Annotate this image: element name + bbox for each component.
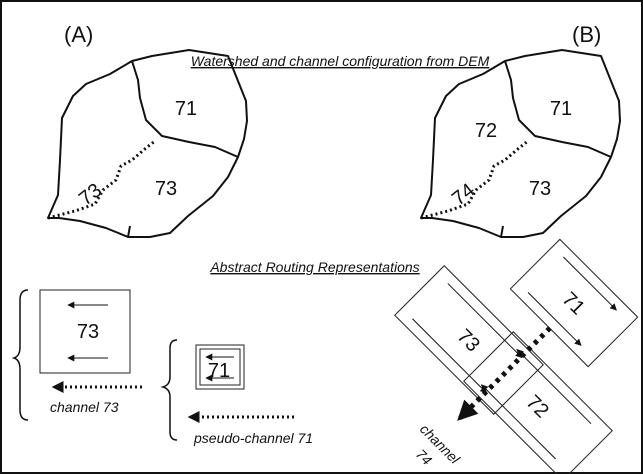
box-71-label: 71 [208, 360, 230, 382]
rotated-box-73-label: 73 [453, 325, 484, 356]
rotated-box-72-arrow-top [516, 348, 592, 425]
rotated-box-73-arrow-top [447, 283, 523, 359]
watershed-a-label-73: 73 [155, 178, 177, 200]
rotated-box-72-arrow-bottom [480, 384, 557, 460]
watershed-a-outline [47, 49, 248, 238]
heading-routing: Abstract Routing Representations [209, 259, 419, 275]
panel-label-a: (A) [64, 22, 93, 47]
watershed-a-divide-upper [131, 60, 239, 158]
rotated-box-73-frame [394, 265, 544, 415]
routing-b: 71 73 72 channel 74 [394, 238, 639, 474]
watershed-b-channel-label-74: 74 [448, 179, 479, 210]
rotated-box-72-label: 72 [522, 391, 553, 422]
brace-right [160, 339, 178, 441]
rotated-box-71-arrow-top [563, 256, 617, 311]
subbasin-box-71-outer [195, 344, 245, 390]
watershed-b-label-73: 73 [529, 178, 551, 200]
watershed-a-channel-73 [47, 139, 156, 220]
rotated-box-73-arrow-bottom [412, 318, 488, 394]
pseudo-channel-71-caption: pseudo-channel 71 [193, 430, 313, 446]
routing-a: 73 channel 73 71 pseudo-channel 71 [11, 289, 313, 446]
channel-73-caption: channel 73 [50, 399, 119, 415]
watershed-b-divide-lower [500, 225, 504, 238]
channel-74-caption-number: 74 [413, 446, 435, 468]
box-73-label: 73 [77, 321, 99, 343]
watershed-b-outline [420, 49, 621, 238]
channel-74-arrow [457, 326, 552, 421]
watershed-b: 71 72 73 74 [420, 49, 621, 238]
rotated-box-71-label: 71 [558, 288, 589, 319]
subbasin-box-73 [39, 289, 131, 374]
panel-label-b: (B) [572, 22, 601, 47]
heading-dem: Watershed and channel configuration from… [191, 53, 490, 69]
watershed-b-label-72: 72 [475, 120, 497, 142]
watershed-b-label-71: 71 [550, 98, 572, 120]
watershed-a-divide-lower [127, 225, 131, 238]
watershed-b-channel-74 [420, 139, 529, 220]
rotated-box-72: 72 [463, 331, 613, 474]
watershed-a-channel-label-73: 73 [75, 179, 106, 210]
brace-left [11, 289, 29, 421]
rotated-box-71-arrow-bottom [527, 292, 582, 346]
watershed-a: 71 73 73 [47, 49, 248, 238]
watershed-a-label-71: 71 [175, 98, 197, 120]
subbasin-box-71-inner [199, 348, 241, 386]
rotated-box-72-frame [463, 331, 613, 474]
watershed-b-divide-upper [504, 60, 612, 158]
